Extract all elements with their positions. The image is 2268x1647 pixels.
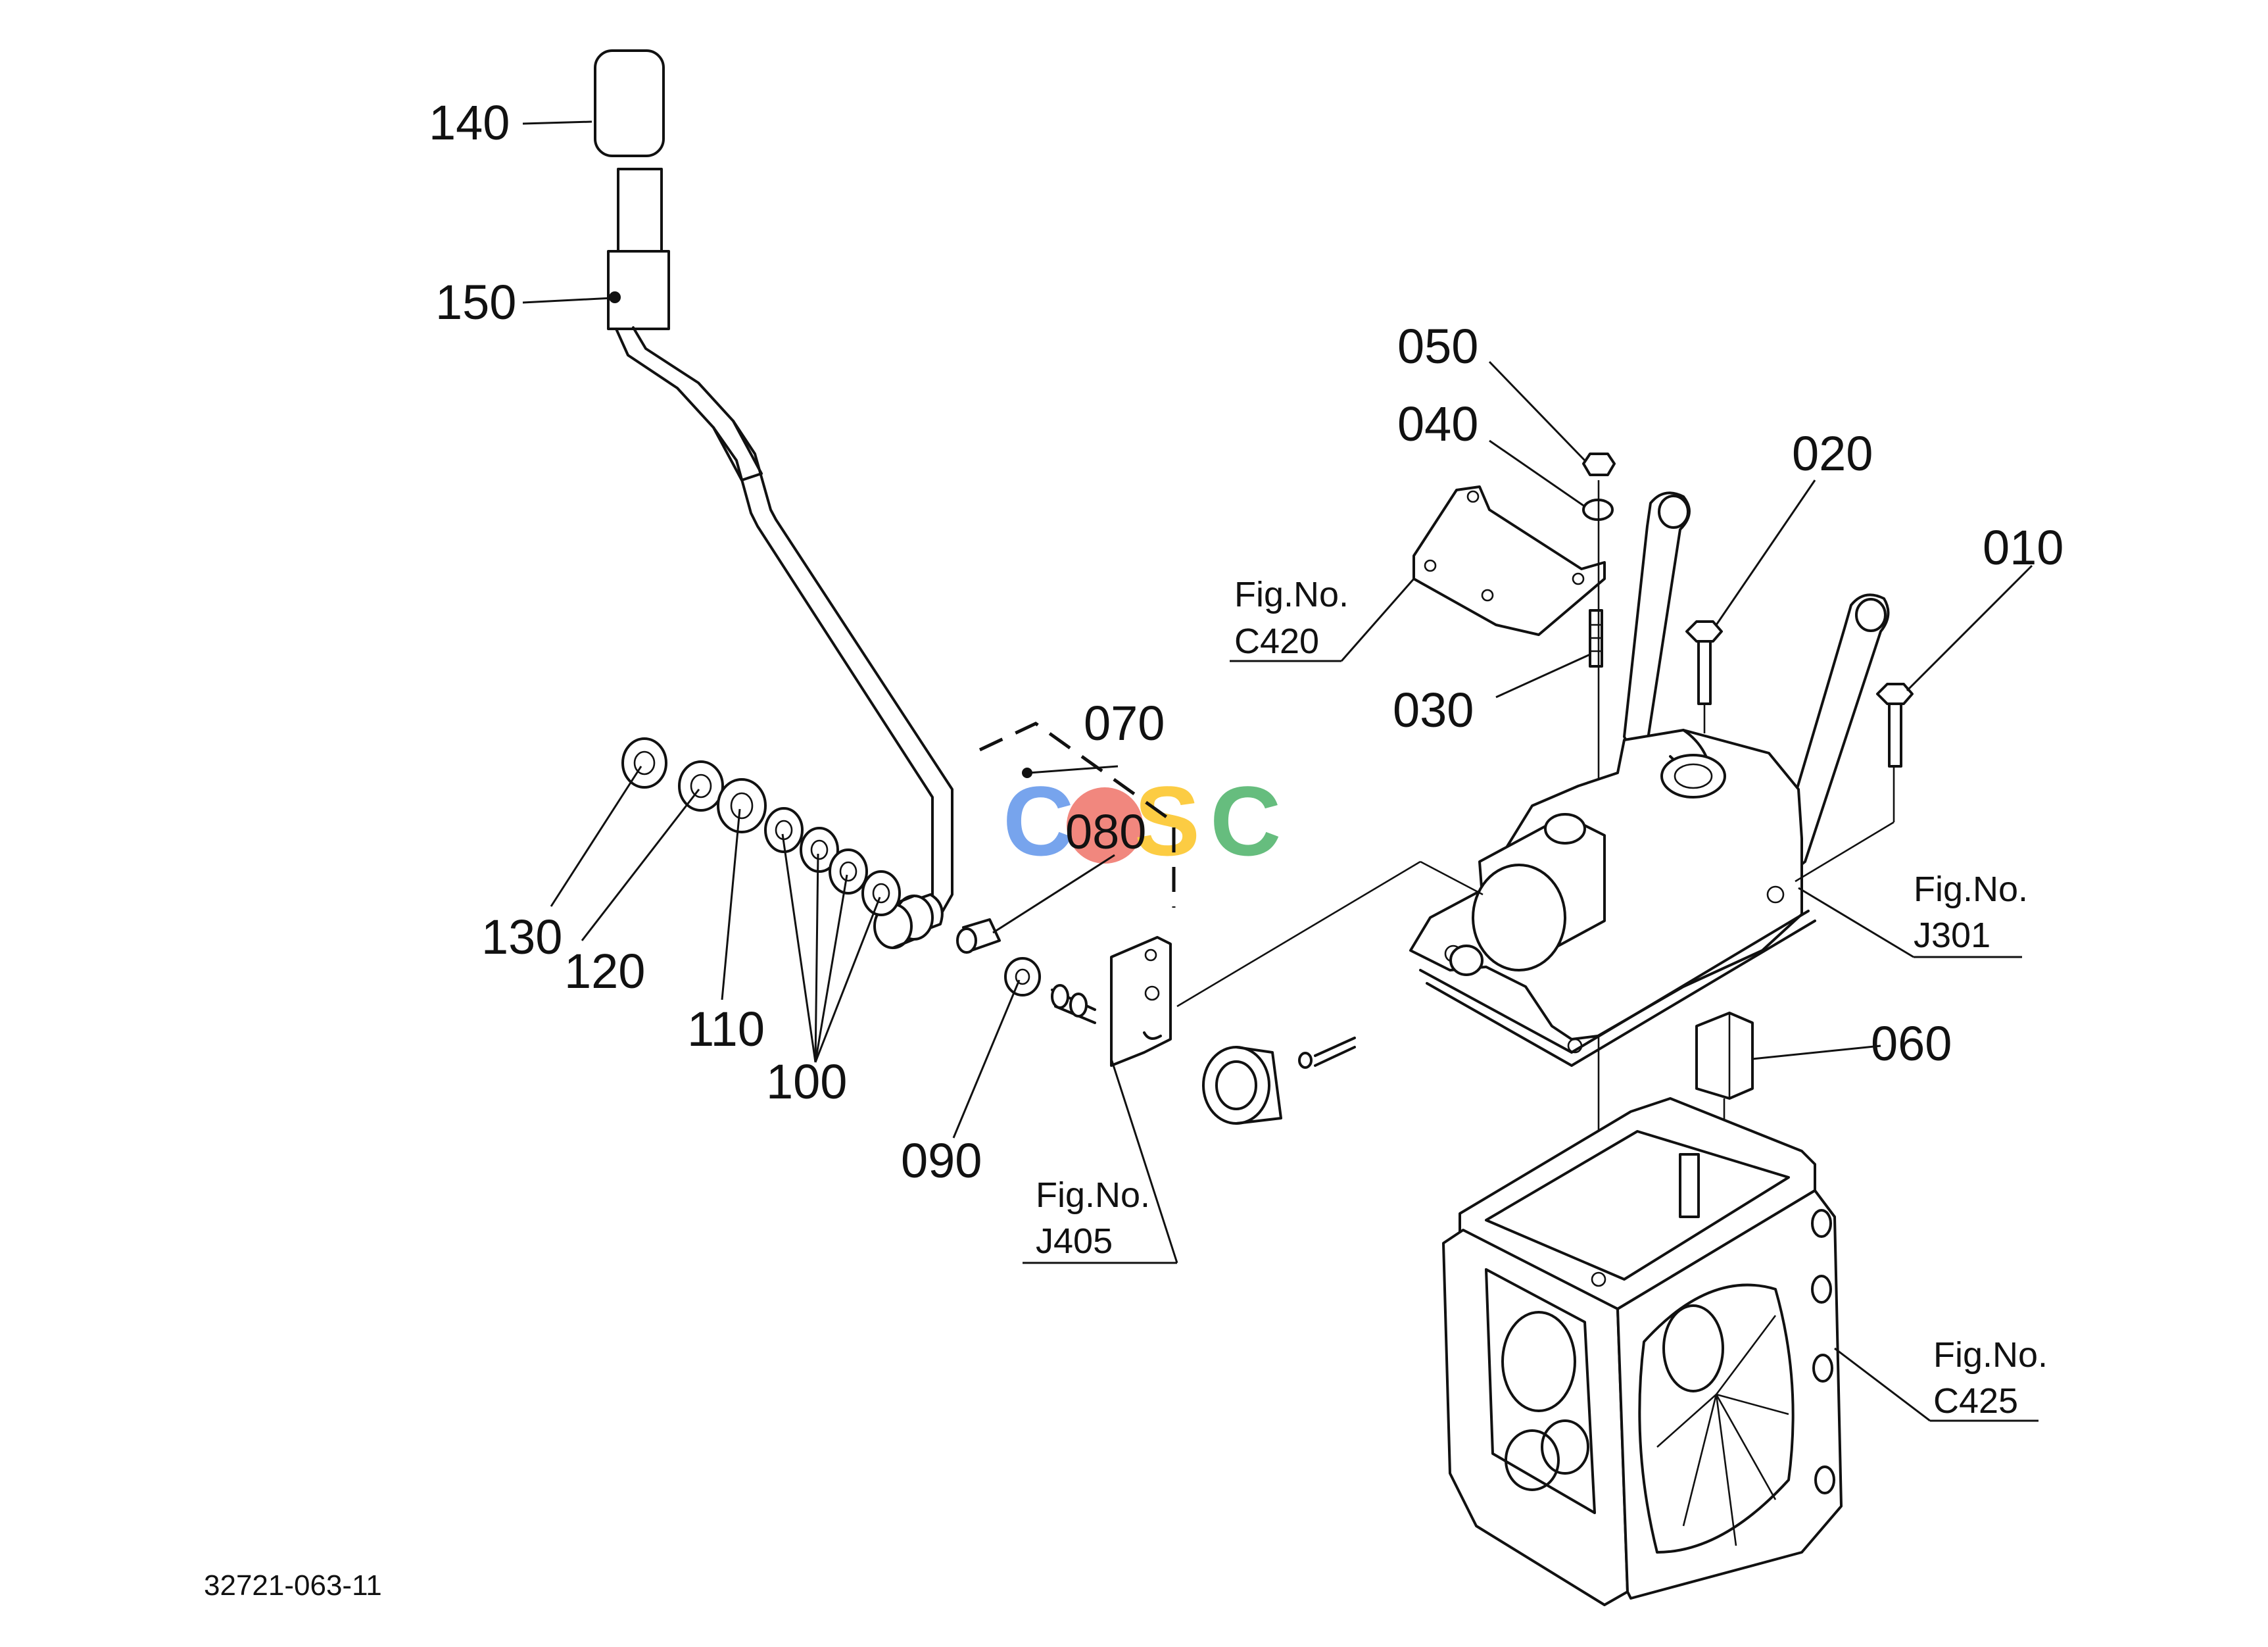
fig-ref-j301-code: J301: [1914, 916, 1991, 955]
bolt-010-shank: [1888, 702, 1902, 768]
label-110: 110: [687, 1002, 765, 1056]
fig-ref-j405-prefix: Fig.No.: [1036, 1175, 1150, 1215]
watermark-letter-4: C: [1210, 766, 1281, 876]
washer-100-b: [800, 827, 839, 873]
cover-port: [1660, 754, 1726, 799]
label-090: 090: [901, 1133, 982, 1188]
case-left-bell: [1485, 1268, 1596, 1514]
fig-ref-c420-code: C420: [1234, 622, 1319, 661]
washer-100-d: [861, 870, 901, 916]
group-dot: [1022, 768, 1032, 778]
case-right-boss: [1662, 1304, 1724, 1392]
washer-100-a: [764, 807, 804, 853]
case-right-bell: [1638, 1283, 1795, 1554]
bolt-010-head: [1876, 683, 1914, 705]
fig-ref-c420-prefix: Fig.No.: [1234, 575, 1349, 614]
label-100: 100: [766, 1054, 847, 1109]
label-080: 080: [1065, 804, 1146, 859]
case-right-face: [1616, 1189, 1843, 1600]
label-120: 120: [564, 944, 645, 998]
washer-120: [678, 760, 724, 812]
washer-090: [1004, 957, 1041, 996]
case-slot: [1679, 1153, 1700, 1218]
fig-ref-j405-code: J405: [1036, 1221, 1113, 1261]
selector-plate: [1110, 936, 1172, 1067]
nut-050: [1582, 453, 1616, 476]
label-020: 020: [1792, 426, 1873, 481]
lever-knob: [594, 49, 665, 157]
bolt-020-shank: [1697, 640, 1712, 705]
part-labels: 140 150 050 040 020 010 070 080 030 130 …: [429, 95, 2063, 1188]
shift-arm-2: [1774, 593, 1890, 876]
drawing-number: 32721-063-11: [204, 1569, 382, 1602]
washer-stack: [621, 737, 1041, 996]
oil-seal: [1202, 1037, 1356, 1125]
lever-assembly: [594, 49, 1001, 954]
case-left-face: [1442, 1229, 1629, 1606]
label-010: 010: [1983, 520, 2063, 575]
fig-ref-c425-code: C425: [1933, 1381, 2018, 1421]
label-130: 130: [481, 910, 562, 964]
bolt-020-head: [1685, 620, 1723, 643]
shift-arm-1: [1623, 491, 1691, 758]
washer-100-c: [829, 848, 868, 895]
shift-cover-body: [1409, 729, 1803, 1041]
label-050: 050: [1397, 319, 1478, 374]
lever-arm: [615, 326, 953, 919]
watermark-logo: C S C: [1003, 766, 1281, 876]
case-opening: [1485, 1130, 1790, 1281]
label-140: 140: [429, 95, 510, 150]
watermark-letter-3: S: [1134, 766, 1200, 876]
label-040: 040: [1397, 397, 1478, 451]
nut-130: [621, 737, 667, 789]
label-030: 030: [1393, 683, 1474, 737]
shift-cover-assembly: [1409, 453, 1914, 1223]
watermark-dot: [1067, 787, 1143, 864]
key-060: [1695, 1012, 1754, 1100]
label-150: 150: [435, 275, 516, 330]
figure-references: Fig.No. C420 Fig.No. J301 Fig.No. J405 F…: [1036, 575, 2048, 1421]
case-left-boss: [1501, 1311, 1576, 1412]
washer-110: [717, 778, 767, 833]
shift-shaft: [1051, 936, 1172, 1067]
watermark-letter-1: C: [1003, 766, 1074, 876]
fig-ref-j301-prefix: Fig.No.: [1914, 870, 2028, 909]
label-060: 060: [1871, 1016, 1952, 1071]
fig-ref-c425-prefix: Fig.No.: [1933, 1335, 2048, 1375]
lever-bend-plate: [712, 420, 763, 481]
label-070: 070: [1084, 696, 1165, 750]
lever-sleeve: [607, 250, 670, 330]
leader-lines: [522, 120, 2039, 1422]
transmission-case: [1442, 1097, 1843, 1606]
bushing-end: [956, 927, 977, 954]
bracket-c420: [1412, 485, 1606, 636]
